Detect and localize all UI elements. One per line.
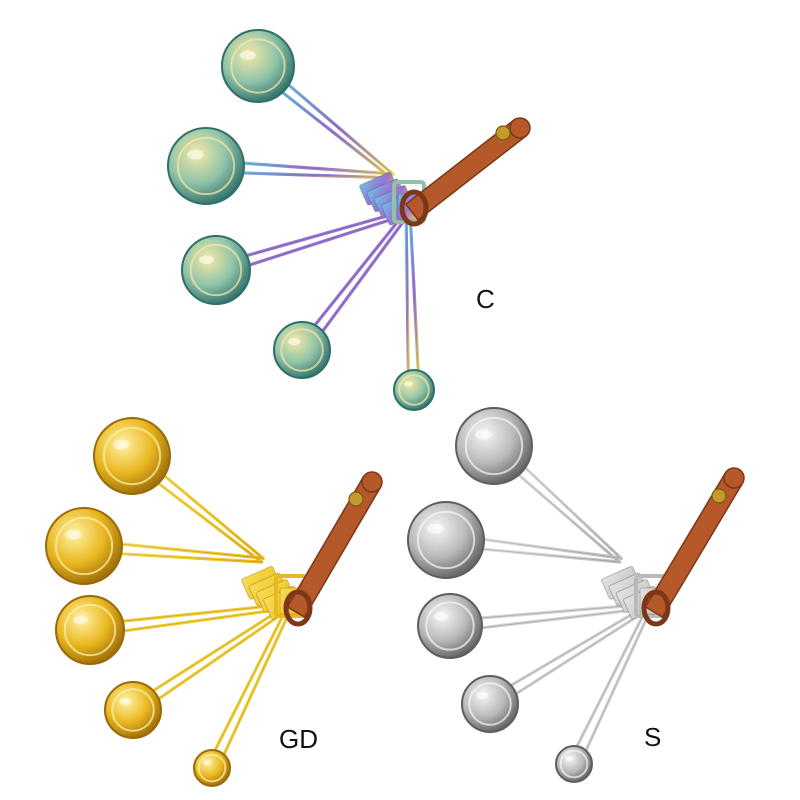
spoon-handle	[212, 603, 294, 759]
leather-strap	[641, 467, 745, 627]
spoon-handle	[114, 602, 292, 634]
snap-button	[711, 488, 727, 504]
spoon-bowl	[461, 675, 519, 733]
spoon-handle	[151, 469, 265, 564]
spoon-bowl	[45, 507, 123, 585]
leather-strap	[399, 117, 531, 227]
spoon-handle	[473, 602, 652, 631]
spoon-handle	[404, 210, 421, 376]
measuring-spoon-set-rainbow	[167, 29, 531, 411]
measuring-spoon-set-gold	[45, 417, 383, 787]
spoon-handle	[474, 536, 622, 564]
spoon-bowl	[455, 407, 533, 485]
spoon-bowl	[393, 369, 435, 411]
spoon-handle	[310, 209, 412, 337]
leather-strap	[283, 471, 383, 627]
spoon-bowl	[555, 745, 593, 783]
spoon-handle	[238, 208, 411, 269]
variant-label-s: S	[644, 722, 662, 752]
snap-button	[495, 125, 511, 141]
spoon-bowl	[104, 681, 162, 739]
spoon-bowl	[93, 417, 171, 495]
measuring-spoon-set-silver	[407, 407, 745, 783]
variant-label-c: C	[476, 284, 495, 314]
spoon-bowl	[193, 749, 231, 787]
spoon-bowl	[167, 127, 245, 205]
spoon-handle	[504, 602, 653, 699]
spoon-bowl	[181, 235, 251, 305]
variant-label-gd: GD	[279, 724, 318, 754]
spoon-handle	[511, 461, 623, 564]
spoon-handle	[234, 161, 394, 180]
spoon-bowl	[417, 593, 483, 659]
spoon-handle	[275, 78, 395, 180]
spoon-handle	[147, 602, 293, 704]
spoon-bowl	[55, 595, 125, 665]
spoon-handle	[112, 541, 264, 564]
spoon-bowl	[407, 501, 485, 579]
spoon-bowl	[273, 321, 331, 379]
snap-button	[348, 491, 364, 507]
spoon-bowl	[221, 29, 295, 103]
spoon-handle	[574, 603, 654, 755]
